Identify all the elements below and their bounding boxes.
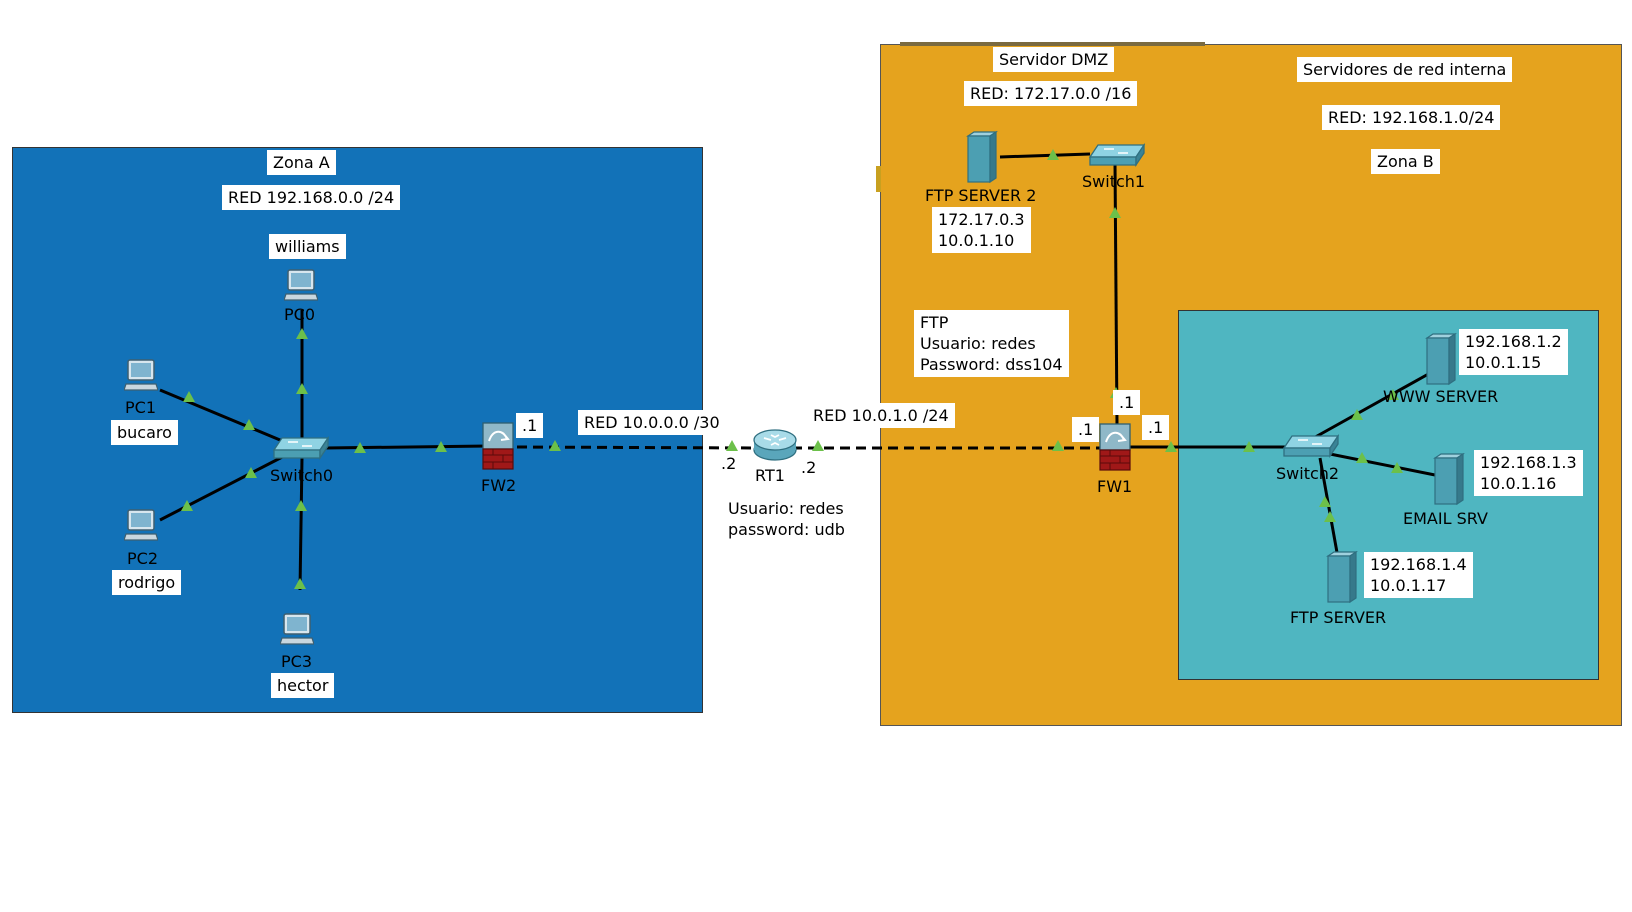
link-up-icon	[181, 500, 193, 511]
fw1-up-port-label: .1	[1113, 390, 1141, 415]
link-switch2-email	[1319, 450, 1441, 478]
router-credentials-label: Usuario: redes password: udb	[722, 496, 851, 542]
link-up-icon	[1109, 207, 1121, 218]
pc1-user-label: bucaro	[111, 420, 178, 445]
wan-left-network-label: RED 10.0.0.0 /30	[578, 410, 726, 435]
link-up-icon	[435, 441, 447, 452]
fw2-name: FW2	[481, 476, 517, 495]
link-switch2-ftp	[1318, 457, 1340, 559]
link-switch0-fw2	[324, 444, 489, 450]
ftp-server-2-ip-label: 172.17.0.3 10.0.1.10	[932, 207, 1031, 253]
link-ftp2-switch1	[999, 152, 1091, 159]
www-server-name: WWW SERVER	[1383, 387, 1499, 406]
pc1-computer-icon[interactable]	[124, 358, 158, 392]
pc1-name: PC1	[125, 398, 156, 417]
fw1-firewall-icon[interactable]	[1098, 422, 1132, 472]
fw2-port-label: .1	[516, 413, 544, 438]
link-up-icon	[1356, 452, 1368, 463]
internal-servers-title: Servidores de red interna	[1297, 57, 1513, 82]
pc3-computer-icon[interactable]	[280, 612, 314, 646]
ftp-server-icon[interactable]	[1326, 550, 1358, 604]
fw2-firewall-icon[interactable]	[481, 421, 515, 471]
link-pc1-switch0	[159, 388, 293, 447]
ftp-server-2-name: FTP SERVER 2	[925, 186, 1037, 205]
link-up-icon	[1391, 462, 1403, 473]
pc3-name: PC3	[281, 652, 312, 671]
zone-b-tab	[900, 42, 1205, 46]
rt1-name: RT1	[755, 466, 785, 485]
link-state-indicators	[181, 149, 1403, 589]
fw1-name: FW1	[1097, 477, 1133, 496]
rt1-router-icon[interactable]	[752, 428, 798, 464]
link-up-icon	[726, 440, 738, 451]
link-up-icon	[1052, 440, 1064, 451]
email-server-name: EMAIL SRV	[1403, 509, 1488, 528]
link-up-icon	[294, 578, 306, 589]
switch1-name: Switch1	[1082, 172, 1146, 191]
dmz-title: Servidor DMZ	[993, 47, 1115, 72]
link-up-icon	[812, 440, 824, 451]
link-up-icon	[1387, 389, 1399, 400]
switch2-icon[interactable]	[1282, 432, 1340, 460]
ftp-server-name: FTP SERVER	[1290, 608, 1387, 627]
link-up-icon	[243, 419, 255, 430]
ftp-server-ip-label: 192.168.1.4 10.0.1.17	[1364, 552, 1473, 598]
link-up-icon	[1047, 149, 1059, 160]
pc2-name: PC2	[127, 549, 158, 568]
link-switch2-www	[1309, 370, 1433, 442]
pc2-user-label: rodrigo	[112, 570, 182, 595]
switch0-name: Switch0	[270, 466, 334, 485]
pc0-user-label: williams	[269, 234, 346, 259]
pc2-computer-icon[interactable]	[124, 508, 158, 542]
pc3-user-label: hector	[271, 673, 335, 698]
link-up-icon	[1243, 441, 1255, 452]
www-server-icon[interactable]	[1425, 332, 1457, 386]
link-up-icon	[1319, 496, 1331, 507]
dmz-network-label: RED: 172.17.0.0 /16	[964, 81, 1138, 106]
link-pc3-switch0	[298, 457, 304, 591]
zone-b-title: Zona B	[1371, 149, 1440, 174]
switch0-icon[interactable]	[272, 434, 330, 462]
fw1-right-port-label: .1	[1142, 415, 1170, 440]
pc0-name: PC0	[284, 305, 315, 324]
rt1-right-port-label: .2	[798, 458, 820, 477]
link-switch1-fw1	[1113, 162, 1119, 426]
email-server-ip-label: 192.168.1.3 10.0.1.16	[1474, 450, 1583, 496]
wan-right-network-label: RED 10.0.1.0 /24	[807, 403, 955, 428]
link-up-icon	[183, 391, 195, 402]
link-up-icon	[549, 440, 561, 451]
pc0-computer-icon[interactable]	[284, 268, 318, 302]
link-up-icon	[296, 383, 308, 394]
ftp-credentials-label: FTP Usuario: redes Password: dss104	[914, 310, 1069, 377]
link-up-icon	[296, 328, 308, 339]
email-server-icon[interactable]	[1433, 452, 1465, 506]
link-up-icon	[1165, 441, 1177, 452]
zone-a-title: Zona A	[267, 150, 336, 175]
zone-b-network-label: RED: 192.168.1.0/24	[1322, 105, 1501, 130]
rt1-left-port-label: .2	[718, 454, 740, 473]
link-up-icon	[295, 500, 307, 511]
switch1-icon[interactable]	[1088, 141, 1146, 169]
switch2-name: Switch2	[1276, 464, 1340, 483]
link-up-icon	[1324, 511, 1336, 522]
ftp-server-2-server-icon[interactable]	[966, 130, 998, 184]
fw1-left-port-label: .1	[1072, 417, 1100, 442]
zone-a-network-label: RED 192.168.0.0 /24	[222, 185, 401, 210]
zone-b-notch	[876, 166, 881, 192]
link-up-icon	[354, 442, 366, 453]
link-up-icon	[245, 467, 257, 478]
www-server-ip-label: 192.168.1.2 10.0.1.15	[1459, 329, 1568, 375]
link-up-icon	[1351, 409, 1363, 420]
link-pc2-switch0	[159, 450, 293, 522]
